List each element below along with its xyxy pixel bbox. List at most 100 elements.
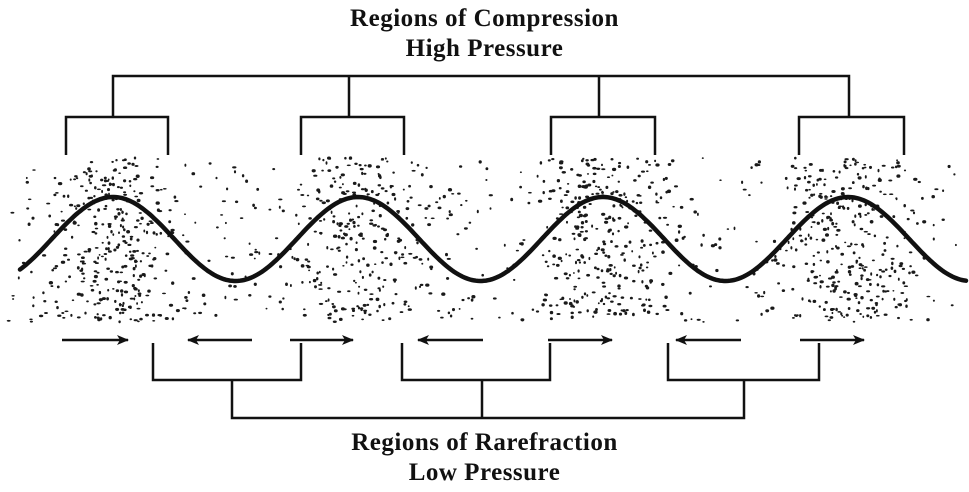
air-particle [75,207,78,210]
air-particle [909,318,913,321]
air-particle [367,164,372,168]
air-particle [427,223,432,227]
air-particle [544,293,548,297]
air-particle [855,259,859,263]
air-particle [875,295,880,298]
air-particle [107,288,110,292]
air-particle [781,289,786,292]
air-particle [228,284,233,288]
air-particle [551,189,556,193]
air-particle [361,318,365,321]
air-particle [577,311,582,314]
air-particle [648,229,653,232]
air-particle [133,177,138,181]
air-particle [100,255,104,258]
air-particle [578,261,582,264]
air-particle [881,164,886,167]
air-particle [810,270,814,274]
air-particle [594,252,599,256]
air-particle [591,224,594,228]
air-particle [618,161,622,165]
air-particle [683,235,686,238]
air-particle [215,176,218,180]
air-particle [171,317,175,321]
air-particle [115,159,118,162]
air-particle [863,268,866,272]
air-particle [76,292,82,296]
air-particle [351,314,355,317]
air-particle [649,281,652,284]
air-particle [678,264,681,267]
air-particle [153,277,158,280]
air-particle [906,217,910,221]
air-particle [97,208,101,212]
air-particle [655,312,659,316]
air-particle [606,176,611,179]
rarefaction-title: Regions of Rarefraction [351,429,618,456]
air-particle [392,278,397,282]
air-particle [374,223,377,227]
air-particle [558,166,563,170]
air-particle [519,171,522,174]
air-particle [791,287,795,291]
air-particle [345,261,348,264]
air-particle [117,212,121,216]
air-particle [133,297,136,301]
air-particle [851,157,855,161]
air-particle [892,289,895,292]
air-particle [356,305,359,308]
air-particle [640,239,644,243]
air-particle [141,273,146,277]
air-particle [122,301,125,305]
air-particle [388,317,392,321]
air-particle [794,184,798,187]
air-particle [856,172,860,176]
air-particle [382,285,385,288]
air-particle [376,309,379,313]
air-particle [416,163,420,167]
air-particle [314,285,317,289]
air-particle [803,166,807,169]
air-particle [361,171,364,176]
air-particle [369,222,374,225]
air-particle [110,230,113,234]
air-particle [680,312,684,316]
air-particle [784,176,788,180]
air-particle [856,309,860,313]
air-particle [655,192,658,196]
air-particle [792,265,796,269]
air-particle [68,275,72,279]
air-particle [641,304,645,307]
air-particle [281,307,284,311]
air-particle [407,305,410,308]
air-particle [96,188,101,191]
air-particle [510,197,514,202]
air-particle [765,309,770,313]
air-particle [297,188,300,191]
air-particle [863,163,867,166]
air-particle [553,276,559,280]
air-particle [317,189,321,194]
air-particle [308,217,312,220]
air-particle [345,242,348,246]
air-particle [345,190,350,193]
air-particle [357,224,360,227]
air-particle [842,193,845,196]
air-particle [591,291,596,294]
air-particle [353,224,356,228]
air-particle [582,157,585,160]
air-particle [42,291,45,295]
air-particle [134,165,139,167]
air-particle [568,254,572,257]
air-particle [318,288,323,290]
air-particle [403,261,408,265]
air-particle [916,222,919,225]
air-particle [134,260,138,263]
air-particle [69,178,72,181]
air-particle [411,223,415,227]
air-particle [344,225,349,228]
air-particle [330,210,333,214]
air-particle [515,249,519,252]
air-particle [813,282,818,285]
